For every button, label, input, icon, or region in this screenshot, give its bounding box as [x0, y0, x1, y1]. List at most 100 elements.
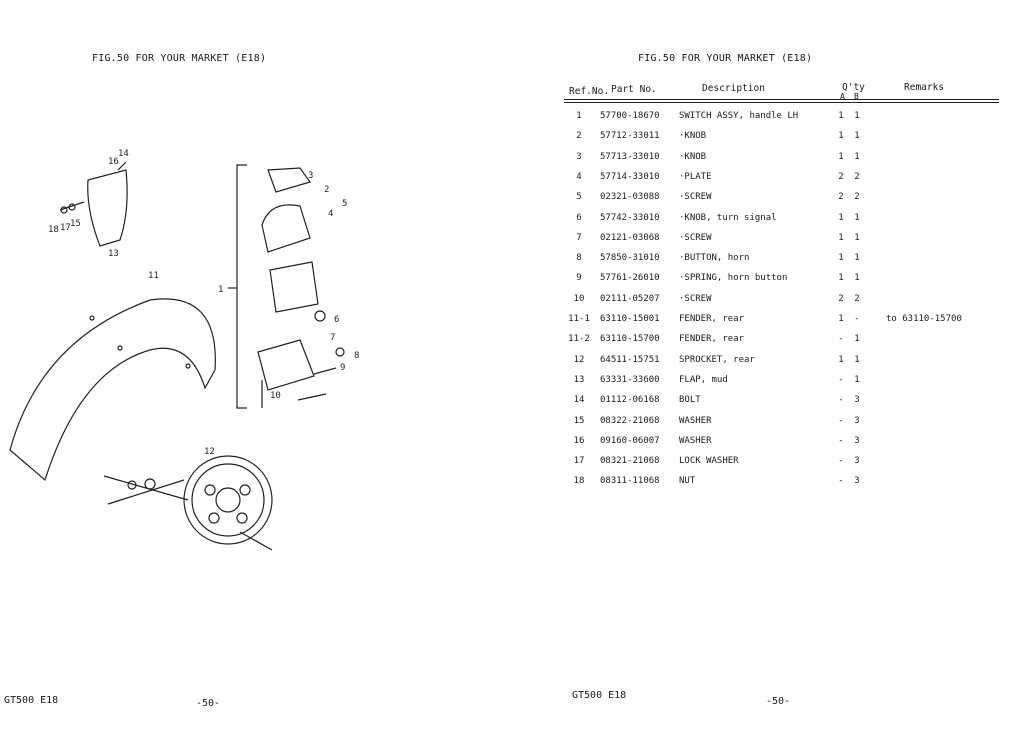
callout-11: 11 [148, 271, 159, 281]
qty-b-cell: 3 [854, 395, 860, 406]
ref-no-cell: 5 [576, 192, 582, 203]
ref-no-cell: 8 [576, 253, 582, 264]
qty-b-cell: 1 [854, 111, 860, 121]
qty-b-cell: 1 [854, 273, 860, 284]
callout-15: 15 [70, 219, 81, 229]
part-no-cell: 02121-03068 [600, 232, 660, 243]
footer-model: GT500 E18 [572, 690, 627, 701]
qty-a-cell: - [838, 456, 844, 467]
part-no-cell: 08311-11068 [600, 476, 660, 487]
description-cell: ·KNOB [679, 131, 707, 142]
description-cell: WASHER [679, 435, 712, 446]
qty-b-cell: 2 [854, 192, 860, 203]
part-no-cell: 63331-33600 [600, 374, 660, 385]
description-cell: ·SPRING, horn button [679, 273, 788, 284]
fig-title: FIG.50 FOR YOUR MARKET (E18) [92, 53, 267, 64]
part-no-cell: 64511-15751 [600, 354, 660, 365]
description-cell: WASHER [679, 415, 712, 426]
description-cell: ·KNOB [679, 151, 707, 162]
ref-no-cell: 13 [573, 374, 585, 385]
callout-3: 3 [308, 171, 313, 181]
qty-b-cell: 1 [854, 334, 860, 345]
callout-6: 6 [334, 315, 339, 325]
header-remarks: Remarks [904, 82, 945, 93]
qty-a-cell: 1 [838, 151, 844, 162]
switch-upper-housing-drawing [261, 204, 311, 253]
callout-14: 14 [118, 149, 129, 159]
description-cell: ·SCREW [679, 232, 712, 243]
ref-no-cell: 10 [573, 293, 585, 304]
part-no-cell: 08321-21068 [600, 456, 660, 467]
qty-b-cell: 1 [854, 131, 860, 142]
qty-b-cell: 1 [854, 374, 860, 385]
remarks-cell: to 63110-15700 [886, 314, 962, 324]
ref-no-cell: 7 [576, 232, 582, 243]
qty-a-cell: 1 [838, 232, 844, 243]
callout-9: 9 [340, 363, 345, 373]
ref-no-cell: 12 [573, 354, 585, 365]
description-cell: ·PLATE [679, 171, 712, 182]
rear-fender-drawing [9, 298, 216, 482]
description-cell: ·KNOB, turn signal [679, 212, 777, 223]
qty-b-cell: 3 [854, 435, 860, 446]
part-no-cell: 57714-33010 [600, 171, 660, 182]
callout-13: 13 [108, 249, 119, 259]
ref-no-cell: 18 [573, 476, 585, 487]
switch-lower-housing-drawing [257, 339, 315, 391]
ref-no-cell: 11-2 [568, 334, 590, 345]
qty-b-cell: 2 [854, 293, 860, 304]
callout-12: 12 [204, 447, 215, 457]
description-cell: ·BUTTON, horn [679, 253, 750, 264]
callout-18: 18 [48, 225, 59, 235]
callout-8: 8 [354, 351, 359, 361]
footer-page-number: -50- [766, 696, 791, 707]
qty-a-cell: 2 [838, 293, 844, 304]
description-cell: ·SCREW [679, 293, 712, 304]
qty-a-cell: 1 [838, 354, 844, 365]
ref-no-cell: 4 [576, 171, 582, 182]
header-qty: Q'ty [842, 82, 865, 93]
qty-a-cell: 1 [838, 131, 844, 142]
qty-a-cell: 1 [838, 253, 844, 264]
header-rule [564, 99, 999, 100]
part-no-cell: 57761-26010 [600, 273, 660, 284]
rear-sprocket-drawing [183, 455, 273, 545]
ref-no-cell: 9 [576, 273, 582, 284]
qty-b-cell: 3 [854, 415, 860, 426]
exploded-parts-diagram: 14 16 18 17 15 13 11 1 3 2 5 4 6 7 8 9 1… [9, 149, 359, 551]
header-part-no: Part No. [611, 84, 657, 95]
description-cell: FENDER, rear [679, 314, 745, 324]
description-cell: BOLT [679, 395, 701, 406]
qty-b-cell: - [854, 314, 860, 324]
ref-no-cell: 3 [576, 151, 582, 162]
description-cell: SPROCKET, rear [679, 354, 755, 365]
callout-10: 10 [270, 391, 281, 401]
footer-model: GT500 E18 [4, 695, 59, 706]
qty-b-cell: 1 [854, 354, 860, 365]
qty-a-cell: - [838, 476, 844, 487]
part-no-cell: 02321-03088 [600, 192, 660, 203]
part-no-cell: 57713-33010 [600, 151, 660, 162]
part-no-cell: 01112-06168 [600, 395, 660, 406]
part-no-cell: 02111-05207 [600, 293, 660, 304]
callout-1: 1 [218, 285, 223, 295]
switch-body-drawing [269, 261, 319, 313]
qty-b-cell: 1 [854, 212, 860, 223]
ref-no-cell: 1 [576, 111, 582, 121]
ref-no-cell: 2 [576, 131, 582, 142]
callout-17: 17 [60, 223, 71, 233]
ref-no-cell: 15 [573, 415, 585, 426]
ref-no-cell: 6 [576, 212, 582, 223]
qty-b-cell: 3 [854, 456, 860, 467]
left-page: FIG.50 FOR YOUR MARKET (E18) [4, 53, 359, 709]
qty-b-cell: 1 [854, 253, 860, 264]
qty-a-cell: - [838, 415, 844, 426]
part-no-cell: 57742-33010 [600, 212, 660, 223]
header-qty-a: A [840, 92, 845, 101]
header-rule [564, 102, 999, 103]
callout-5: 5 [342, 199, 347, 209]
description-cell: FENDER, rear [679, 334, 745, 345]
ref-no-cell: 16 [573, 435, 585, 446]
description-cell: NUT [679, 476, 696, 487]
qty-a-cell: 1 [838, 111, 844, 121]
